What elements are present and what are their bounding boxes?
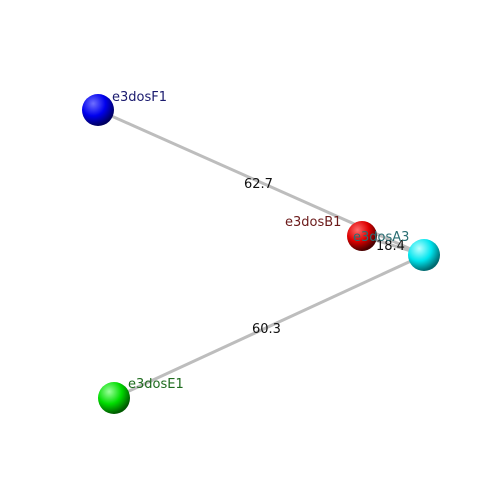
node-a3[interactable]: e3dosA3 [353, 230, 440, 271]
edge-e1-a3 [113, 253, 425, 400]
edge-labels-group: 62.7 18.4 60.3 [244, 177, 405, 337]
edge-label-f1-a3: 62.7 [244, 177, 273, 192]
nodes-group: e3dosF1 e3dosB1 e3dosA3 e3dosE1 [82, 90, 440, 414]
node-b1-label: e3dosB1 [285, 215, 341, 230]
node-e1-sphere [98, 382, 130, 414]
edge-label-e1-a3: 60.3 [252, 322, 281, 337]
node-f1-label: e3dosF1 [112, 90, 167, 105]
node-e1[interactable]: e3dosE1 [98, 377, 184, 414]
edges-group [97, 108, 425, 400]
node-a3-label: e3dosA3 [353, 230, 409, 245]
node-b1-sphere [347, 221, 377, 251]
node-f1-sphere [82, 94, 114, 126]
node-b1[interactable]: e3dosB1 [285, 215, 377, 251]
node-a3-sphere [408, 239, 440, 271]
node-f1[interactable]: e3dosF1 [82, 90, 167, 126]
node-e1-label: e3dosE1 [128, 377, 184, 392]
edge-label-b1-a3: 18.4 [376, 239, 405, 254]
